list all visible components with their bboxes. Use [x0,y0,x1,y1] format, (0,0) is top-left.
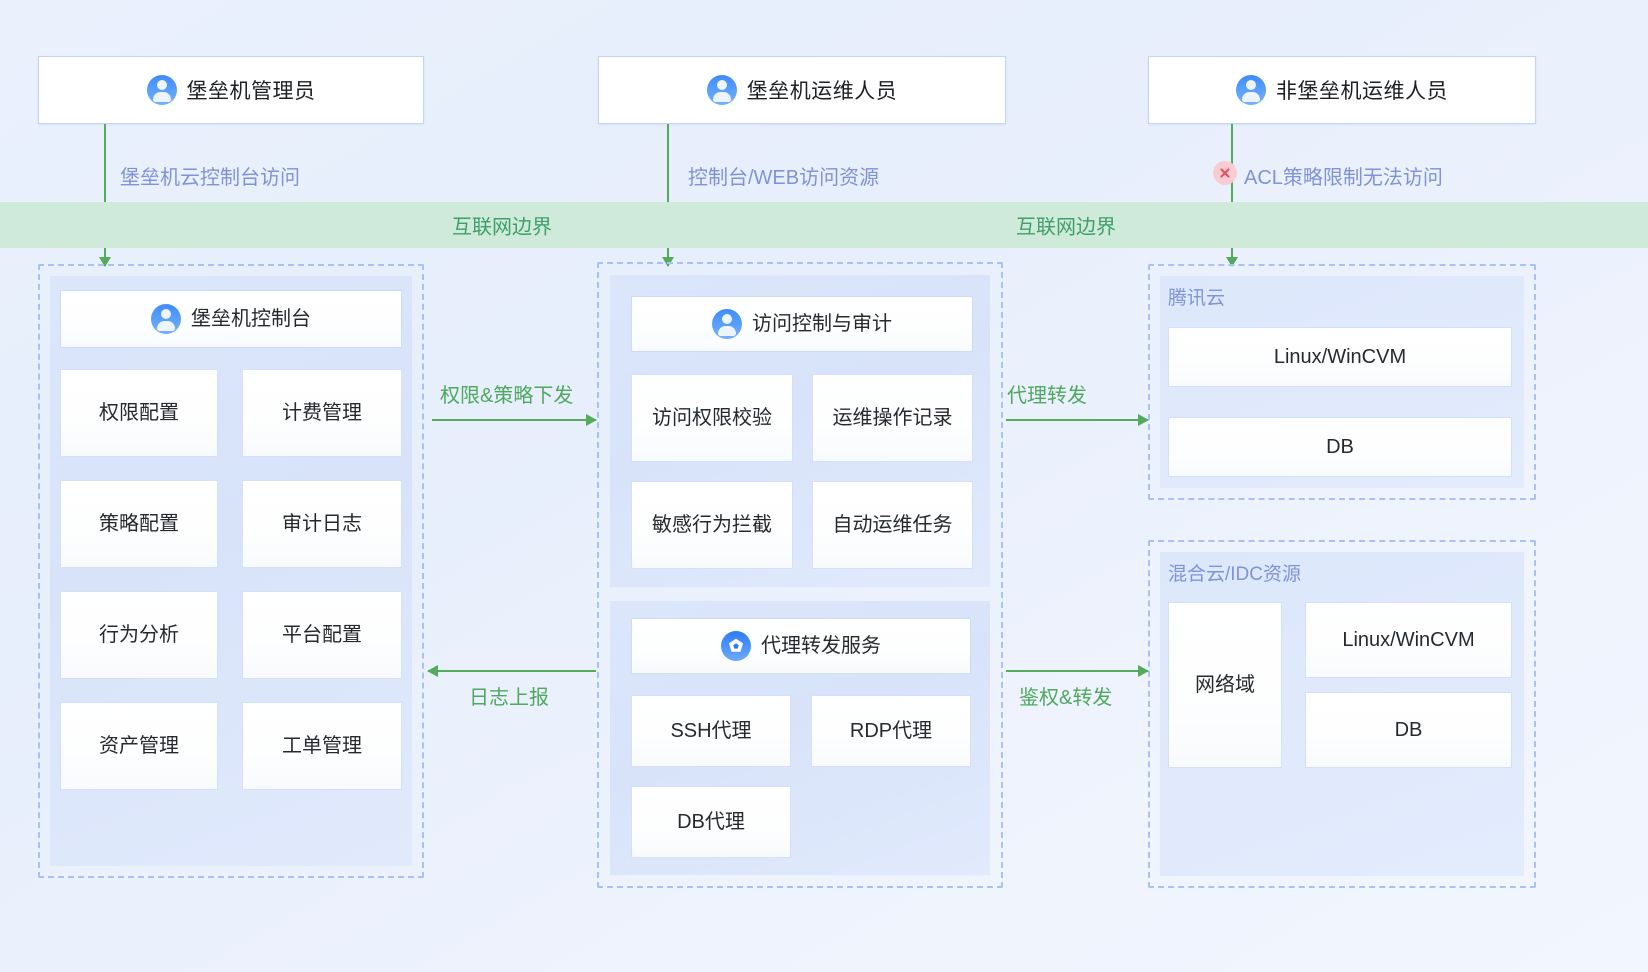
actor-label: 堡垒机管理员 [186,80,316,103]
card-platform-config[interactable]: 平台配置 [242,591,402,679]
card-rdp-proxy[interactable]: RDP代理 [811,695,971,767]
boundary-label-left: 互联网边界 [452,216,552,239]
zone-bastion-core [597,262,1003,888]
actor-box-bastion-ops[interactable]: 堡垒机运维人员 [598,56,1006,124]
card-label: 堡垒机控制台 [191,308,311,330]
internet-boundary-band: 互联网边界 互联网边界 [0,202,1648,248]
card-bastion-console-header[interactable]: 堡垒机控制台 [60,290,402,348]
card-auto-ops-task[interactable]: 自动运维任务 [812,481,973,569]
card-tencent-linux-wincvm[interactable]: Linux/WinCVM [1168,327,1512,387]
card-ticket-management[interactable]: 工单管理 [242,702,402,790]
card-policy-config[interactable]: 策略配置 [60,480,218,568]
boundary-label-right: 互联网边界 [1016,216,1116,239]
card-label: RDP代理 [849,720,933,742]
card-label: Linux/WinCVM [1273,346,1407,368]
arrow-head-icon [1226,257,1238,267]
card-label: 权限配置 [99,402,179,424]
connector-auth-forward [1006,665,1149,677]
user-avatar-icon [706,75,737,105]
flow-label-policy-dispatch: 权限&策略下发 [440,385,574,407]
connector-admin-to-console [99,124,111,267]
zone-title-hybrid-idc: 混合云/IDC资源 [1168,564,1302,585]
card-label: 自动运维任务 [832,514,953,536]
zone-tencent-cloud [1148,264,1536,500]
zone-bastion-console [38,264,424,878]
card-label: 策略配置 [99,513,179,535]
card-label: 网络域 [1195,674,1255,696]
card-label: 运维操作记录 [832,407,953,429]
zone-title-tencent-cloud: 腾讯云 [1168,288,1226,309]
card-label: 访问权限校验 [652,407,772,429]
card-idc-linux-wincvm[interactable]: Linux/WinCVM [1305,602,1512,678]
blocked-x-icon [1213,161,1237,185]
card-access-permission-check[interactable]: 访问权限校验 [631,374,793,462]
card-label: 工单管理 [282,735,362,757]
flow-label-proxy-forward: 代理转发 [1007,385,1087,407]
actor-label: 非堡垒机运维人员 [1276,80,1448,103]
zone-hybrid-idc [1148,540,1536,888]
card-access-control-header[interactable]: 访问控制与审计 [631,296,973,352]
card-sensitive-behavior-block[interactable]: 敏感行为拦截 [631,481,793,569]
flow-label-ops-access: 控制台/WEB访问资源 [688,167,880,189]
connector-nonbastion-to-cloud [1226,124,1238,267]
user-avatar-icon [712,309,742,339]
card-label: 资产管理 [99,735,179,757]
flow-label-admin-access: 堡垒机云控制台访问 [120,167,300,189]
card-label: DB代理 [677,811,745,833]
card-proxy-forward-header[interactable]: 代理转发服务 [631,618,971,674]
user-avatar-icon [151,304,181,334]
card-ops-operation-record[interactable]: 运维操作记录 [812,374,973,462]
connector-proxy-forward [1006,414,1149,426]
actor-label: 堡垒机运维人员 [746,80,898,103]
card-label: Linux/WinCVM [1342,629,1475,651]
card-asset-management[interactable]: 资产管理 [60,702,218,790]
card-db-proxy[interactable]: DB代理 [631,786,791,858]
card-tencent-db[interactable]: DB [1168,417,1512,477]
proxy-forward-icon [721,631,751,661]
card-billing-management[interactable]: 计费管理 [242,369,402,457]
card-label: 访问控制与审计 [752,313,892,335]
card-label: 代理转发服务 [761,635,881,657]
card-permission-config[interactable]: 权限配置 [60,369,218,457]
card-network-domain[interactable]: 网络域 [1168,602,1282,768]
card-label: 计费管理 [282,402,362,424]
connector-policy-dispatch [432,414,597,426]
card-label: 审计日志 [282,513,362,535]
card-label: SSH代理 [670,720,752,742]
actor-box-admin[interactable]: 堡垒机管理员 [38,56,424,124]
arrow-head-icon [99,257,111,267]
flow-label-auth-forward: 鉴权&转发 [1019,687,1113,709]
card-label: DB [1394,719,1423,741]
card-behavior-analysis[interactable]: 行为分析 [60,591,218,679]
arrow-head-icon [427,665,438,677]
card-idc-db[interactable]: DB [1305,692,1512,768]
card-ssh-proxy[interactable]: SSH代理 [631,695,791,767]
arrow-head-icon [1138,414,1149,426]
card-label: 敏感行为拦截 [652,514,772,536]
arrow-head-icon [586,414,597,426]
card-label: DB [1326,436,1354,458]
arrow-head-icon [1138,665,1149,677]
card-label: 平台配置 [282,624,362,646]
actor-box-non-bastion-ops[interactable]: 非堡垒机运维人员 [1148,56,1536,124]
flow-label-log-report: 日志上报 [469,687,549,709]
user-avatar-icon [1236,75,1266,105]
card-label: 行为分析 [99,624,179,646]
connector-log-report [427,665,596,677]
flow-label-acl-blocked: ACL策略限制无法访问 [1244,167,1443,189]
user-avatar-icon [146,75,177,105]
card-audit-log[interactable]: 审计日志 [242,480,402,568]
